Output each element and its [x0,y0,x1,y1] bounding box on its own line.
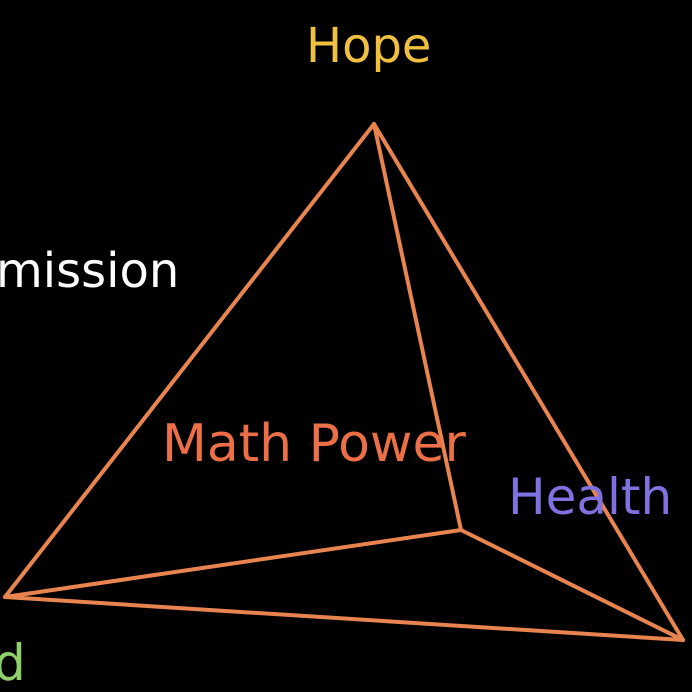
edge-inner-right [459,528,685,642]
edge-left-inner [3,528,463,599]
label-health: Health [508,468,673,526]
edge-left-right [3,595,685,642]
label-partial-left: d [0,634,26,692]
label-math-power: Math Power [162,414,466,474]
edge-top-right [372,122,685,642]
edge-top-inner [372,122,463,532]
label-mission: mission [0,243,180,299]
edge-top-left [3,122,376,599]
label-hope: Hope [306,18,432,74]
